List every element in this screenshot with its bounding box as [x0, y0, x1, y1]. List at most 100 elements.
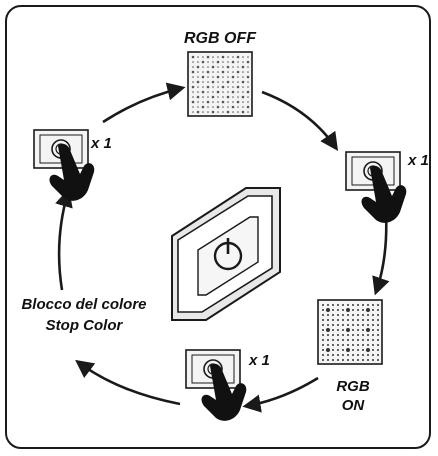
press-count-left: x 1	[91, 135, 112, 152]
led-dot	[352, 344, 354, 346]
led-dot	[197, 106, 199, 108]
led-dot	[342, 329, 344, 331]
press-count-bottom: x 1	[249, 352, 270, 369]
led-dot	[377, 354, 379, 356]
led-dot	[377, 334, 379, 336]
led-dot	[377, 344, 379, 346]
led-dot	[352, 349, 354, 351]
led-dot	[327, 324, 329, 326]
led-dot	[222, 66, 224, 68]
led-star	[346, 328, 350, 332]
led-dot	[231, 60, 235, 64]
led-dot	[372, 354, 374, 356]
diagram-frame	[5, 5, 431, 449]
switch-panel-right	[345, 151, 407, 223]
led-dot	[357, 319, 359, 321]
led-star	[346, 308, 350, 312]
led-dot	[192, 66, 194, 68]
led-dot	[196, 110, 200, 114]
led-star	[366, 328, 370, 332]
led-dot	[337, 334, 339, 336]
led-dot	[377, 349, 379, 351]
led-dot	[362, 324, 364, 326]
led-dot	[322, 344, 324, 346]
led-dot	[242, 76, 244, 78]
led-dot	[377, 314, 379, 316]
led-dot	[332, 349, 334, 351]
led-dot	[191, 85, 195, 89]
led-dot	[332, 334, 334, 336]
led-dot	[342, 359, 344, 361]
led-star	[326, 328, 330, 332]
led-dot	[232, 71, 234, 73]
led-dot	[211, 65, 215, 69]
led-dot	[217, 56, 219, 58]
led-dot	[327, 359, 329, 361]
led-star	[326, 348, 330, 352]
led-dot	[216, 60, 220, 64]
led-dot	[237, 111, 239, 113]
led-dot	[221, 70, 225, 74]
led-dot	[322, 359, 324, 361]
led-dot	[322, 309, 324, 311]
led-dot	[352, 339, 354, 341]
led-dot	[357, 349, 359, 351]
led-dot	[367, 314, 369, 316]
led-dot	[232, 96, 234, 98]
led-grid-off-icon	[187, 51, 253, 117]
led-star	[366, 348, 370, 352]
led-star	[366, 308, 370, 312]
led-dot	[237, 76, 239, 78]
led-dot	[342, 314, 344, 316]
stop-color-label-en: Stop Color	[45, 317, 123, 334]
led-dot	[362, 354, 364, 356]
led-dot	[221, 100, 225, 104]
led-dot	[192, 96, 194, 98]
led-dot	[342, 304, 344, 306]
led-dot	[352, 319, 354, 321]
led-dot	[377, 359, 379, 361]
led-dot	[236, 70, 240, 74]
led-dot	[327, 319, 329, 321]
led-dot	[211, 95, 215, 99]
led-dot	[196, 95, 200, 99]
switch-panel-left	[33, 129, 95, 201]
led-dot	[372, 339, 374, 341]
led-dot	[332, 304, 334, 306]
led-dot	[337, 329, 339, 331]
led-dot	[367, 344, 369, 346]
led-dot	[322, 319, 324, 321]
led-dot	[337, 344, 339, 346]
led-dot	[347, 334, 349, 336]
led-dot	[221, 85, 225, 89]
led-dot	[197, 61, 199, 63]
led-dot	[207, 96, 209, 98]
led-dot	[201, 90, 205, 94]
led-dot	[337, 349, 339, 351]
led-star	[346, 348, 350, 352]
led-dot	[201, 105, 205, 109]
led-dot	[242, 101, 244, 103]
led-dot	[246, 90, 250, 94]
led-dot	[191, 100, 195, 104]
led-dot	[357, 334, 359, 336]
led-dot	[227, 91, 229, 93]
led-dot	[231, 75, 235, 79]
led-dot	[237, 96, 239, 98]
led-dot	[342, 309, 344, 311]
led-dot	[367, 304, 369, 306]
led-dot	[247, 56, 249, 58]
led-dot	[242, 56, 244, 58]
switch-panel-bottom	[185, 349, 247, 421]
led-dot	[357, 339, 359, 341]
cycle-arrow-icon	[55, 188, 73, 291]
led-dot	[247, 96, 249, 98]
led-dot	[242, 61, 244, 63]
led-dot	[347, 314, 349, 316]
led-dot	[377, 324, 379, 326]
led-dot	[236, 100, 240, 104]
led-dot	[362, 359, 364, 361]
led-dot	[357, 354, 359, 356]
led-dot	[337, 359, 339, 361]
led-dot	[232, 86, 234, 88]
